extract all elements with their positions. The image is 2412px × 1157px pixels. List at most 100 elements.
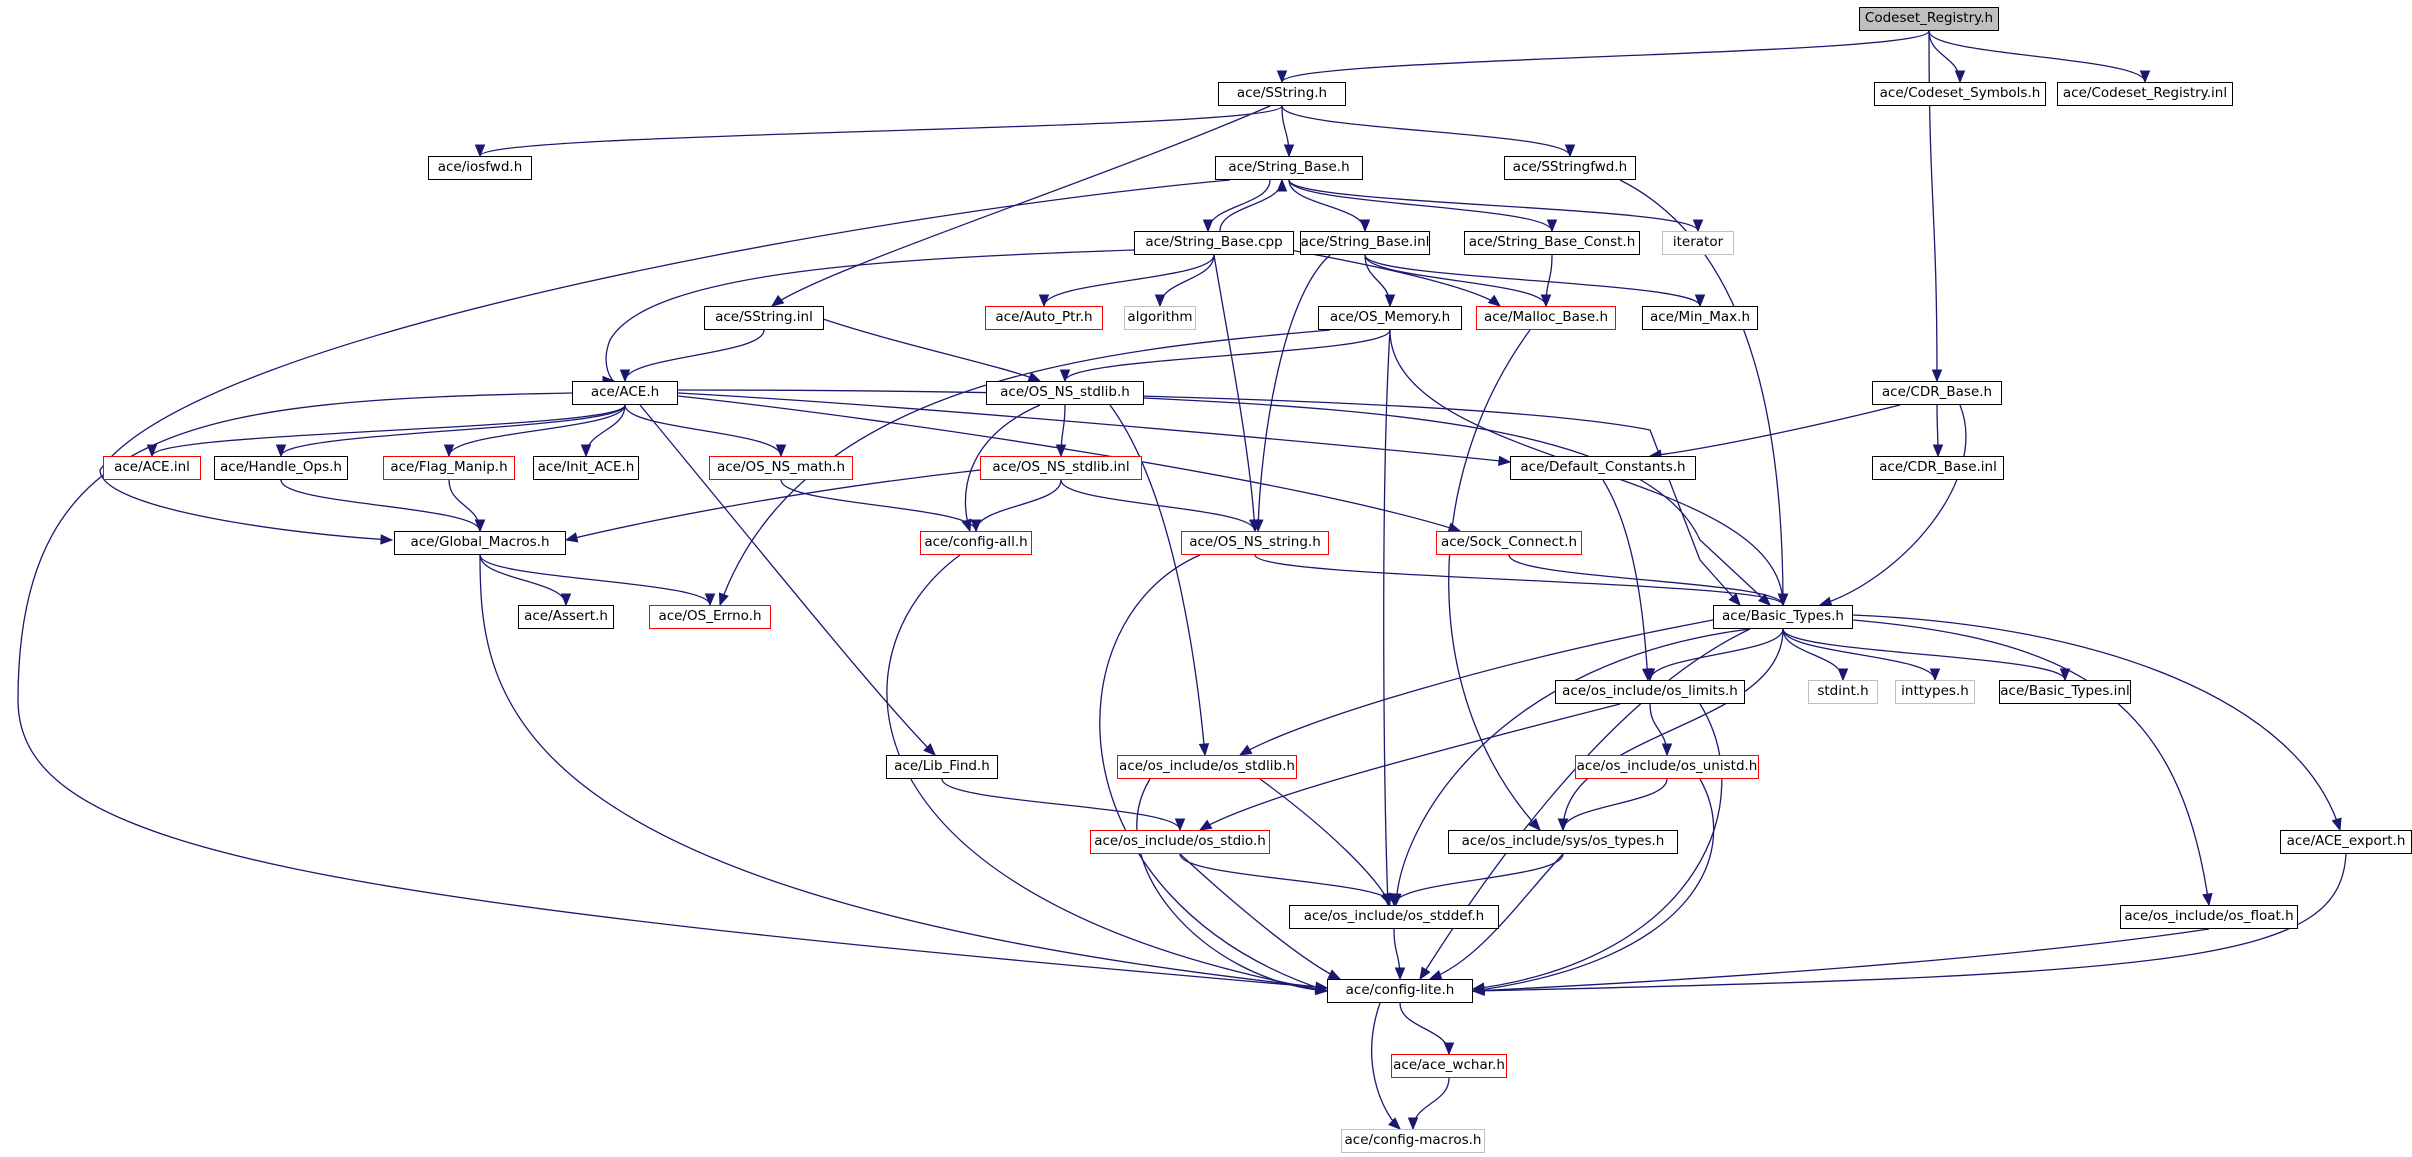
edge-n18-to-n40 (1109, 404, 1206, 756)
graph-node[interactable]: ace/Default_Constants.h (1510, 456, 1696, 480)
graph-node[interactable]: ace/Assert.h (518, 605, 614, 629)
edge-n25-to-n30 (1060, 479, 1256, 532)
edge-n34-to-n46-arrowhead (2202, 892, 2213, 907)
graph-node[interactable]: ace/Sock_Connect.h (1436, 531, 1582, 555)
graph-node: inttypes.h (1895, 680, 1975, 704)
graph-node[interactable]: ace/config-lite.h (1327, 979, 1473, 1003)
graph-node[interactable]: ace/Basic_Types.h (1713, 605, 1853, 629)
graph-node[interactable]: ace/Lib_Find.h (886, 755, 998, 779)
edge-n45-to-n47-arrowhead (1394, 967, 1406, 981)
edge-n18-to-n29 (964, 404, 1041, 532)
edge-n35-to-n42-arrowhead (1198, 819, 1213, 831)
edge-n25-to-n30-arrowhead (1249, 519, 1261, 533)
graph-node[interactable]: ace/SString.inl (704, 306, 824, 330)
edge-n34-to-n44 (1852, 614, 2341, 831)
edge-n1-to-n4-arrowhead (474, 144, 486, 158)
graph-node[interactable]: ace/OS_NS_math.h (709, 456, 853, 480)
edge-n47-to-n49-arrowhead (1388, 1117, 1401, 1130)
edge-n43-to-n45 (1393, 853, 1564, 906)
graph-node[interactable]: ace/os_include/os_unistd.h (1575, 755, 1759, 779)
edge-n17-to-n34-arrowhead (1728, 592, 1741, 606)
edge-n8-to-n15-arrowhead (1694, 294, 1706, 308)
graph-node[interactable]: ace/ACE_export.h (2280, 830, 2412, 854)
edge-n14-to-n43 (1448, 329, 1541, 831)
graph-node[interactable]: ace/String_Base.inl (1300, 231, 1430, 255)
edge-n17-to-n24-arrowhead (775, 444, 787, 458)
edge-n42-to-n45 (1179, 853, 1395, 906)
graph-node[interactable]: ace/os_include/sys/os_types.h (1448, 830, 1678, 854)
edge-n34-to-n43 (1562, 628, 1784, 831)
graph-node[interactable]: ace/OS_NS_stdlib.h (986, 381, 1144, 405)
graph-node[interactable]: ace/config-all.h (920, 531, 1032, 555)
edge-n18-to-n29-arrowhead (961, 518, 972, 533)
graph-node[interactable]: ace/ACE.inl (103, 456, 201, 480)
graph-node[interactable]: ace/Codeset_Registry.inl (2057, 82, 2233, 106)
edge-n34-to-n37-arrowhead (1929, 668, 1941, 682)
root-node: Codeset_Registry.h (1859, 7, 1999, 31)
edge-n0-to-n3-arrowhead (2139, 70, 2151, 84)
graph-node[interactable]: ace/SStringfwd.h (1504, 156, 1636, 180)
edge-n13-to-n45 (1383, 329, 1391, 906)
edge-n0-to-n1-arrowhead (1276, 70, 1288, 84)
graph-node[interactable]: ace/CDR_Base.inl (1872, 456, 2004, 480)
edge-n48-to-n49 (1412, 1077, 1450, 1130)
graph-node[interactable]: ace/OS_NS_string.h (1181, 531, 1329, 555)
graph-node[interactable]: ace/Min_Max.h (1642, 306, 1758, 330)
graph-node[interactable]: ace/SString.h (1218, 82, 1346, 106)
edge-n5-to-n9-arrowhead (1546, 219, 1558, 233)
edge-n7-to-n5 (1219, 179, 1283, 232)
edge-n46-to-n47 (1472, 928, 2210, 992)
graph-node[interactable]: ace/Global_Macros.h (394, 531, 566, 555)
graph-node[interactable]: ace/Auto_Ptr.h (985, 306, 1103, 330)
edge-n35-to-n41-arrowhead (1661, 743, 1673, 757)
graph-node[interactable]: ace/Flag_Manip.h (383, 456, 515, 480)
edge-n0-to-n1 (1281, 30, 1930, 83)
graph-node[interactable]: ace/ace_wchar.h (1391, 1054, 1507, 1078)
edge-n8-to-n13-arrowhead (1384, 294, 1396, 308)
graph-node[interactable]: ace/Malloc_Base.h (1476, 306, 1616, 330)
edge-n7-to-n11-arrowhead (1038, 294, 1050, 308)
graph-node[interactable]: ace/String_Base_Const.h (1464, 231, 1640, 255)
graph-node[interactable]: ace/os_include/os_stdio.h (1090, 830, 1270, 854)
graph-node[interactable]: ace/Handle_Ops.h (214, 456, 348, 480)
edge-n16-to-n17-arrowhead (619, 369, 631, 383)
graph-node[interactable]: ace/os_include/os_stdlib.h (1117, 755, 1297, 779)
graph-node[interactable]: ace/iosfwd.h (428, 156, 532, 180)
edge-n34-to-n37 (1782, 628, 1936, 681)
edge-n5-to-n28-arrowhead (380, 534, 394, 545)
edge-n13-to-n18 (1064, 329, 1391, 382)
graph-node[interactable]: ace/os_include/os_stddef.h (1289, 905, 1499, 929)
graph-node[interactable]: ace/Basic_Types.inl (1999, 680, 2131, 704)
edge-n0-to-n3 (1928, 30, 2146, 83)
graph-node[interactable]: ace/Codeset_Symbols.h (1874, 82, 2046, 106)
edge-n17-to-n34 (677, 389, 1741, 606)
edge-n7-to-n30 (1213, 254, 1256, 532)
edge-n46-to-n47-arrowhead (1471, 985, 1485, 996)
graph-node[interactable]: ace/CDR_Base.h (1872, 381, 2002, 405)
edge-n5-to-n8 (1288, 179, 1366, 232)
graph-node[interactable]: ace/OS_NS_stdlib.inl (980, 456, 1142, 480)
graph-node[interactable]: ace/String_Base.h (1215, 156, 1363, 180)
edge-n17-to-n24 (624, 404, 782, 457)
graph-node[interactable]: ace/os_include/os_float.h (2120, 905, 2298, 929)
edge-n31-to-n34 (1508, 554, 1784, 606)
edge-n42-to-n47 (1179, 853, 1341, 980)
edge-n0-to-n2 (1928, 30, 1961, 83)
graph-node[interactable]: ace/os_include/os_limits.h (1555, 680, 1745, 704)
edge-n22-to-n28 (448, 479, 481, 532)
graph-node[interactable]: ace/ACE.h (572, 381, 678, 405)
edge-n18-to-n40-arrowhead (1198, 743, 1210, 757)
graph-node: ace/config-macros.h (1341, 1129, 1485, 1153)
edge-n34-to-n44-arrowhead (2331, 817, 2342, 832)
edge-n43-to-n47 (1429, 853, 1564, 980)
graph-node[interactable]: ace/OS_Errno.h (649, 605, 771, 629)
graph-node[interactable]: ace/Init_ACE.h (533, 456, 639, 480)
graph-node[interactable]: ace/OS_Memory.h (1318, 306, 1462, 330)
edge-n19-to-n34 (1819, 404, 1967, 606)
edge-n5-to-n8-arrowhead (1359, 219, 1371, 233)
edge-n5-to-n7 (1207, 179, 1271, 232)
graph-node[interactable]: ace/String_Base.cpp (1134, 231, 1294, 255)
edge-n16-to-n17 (624, 329, 765, 382)
edge-n19-to-n26 (1649, 404, 1901, 457)
